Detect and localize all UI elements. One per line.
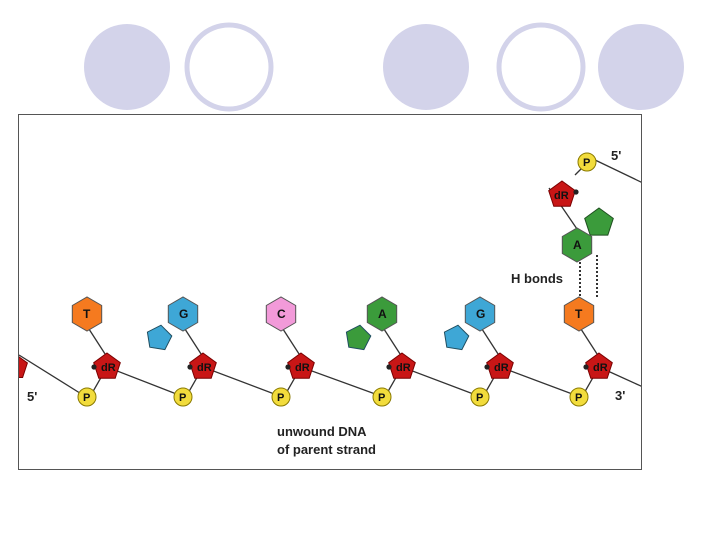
- base-link: [381, 325, 403, 358]
- deco-circle-outline-2: [496, 22, 586, 112]
- top-phosphate-label: P: [583, 157, 590, 169]
- phosphate: [173, 387, 193, 407]
- base-letter: T: [575, 307, 583, 321]
- top-oxygen-dot: [573, 189, 579, 195]
- sugar-partial: [19, 356, 28, 378]
- phosphate-label: P: [575, 392, 582, 404]
- base-link: [578, 325, 600, 358]
- base-letter: C: [277, 307, 286, 321]
- phosphate: [372, 387, 392, 407]
- header-decoration: [84, 22, 684, 112]
- base-link: [182, 325, 204, 358]
- base-G: [464, 296, 496, 332]
- phosphate: [569, 387, 589, 407]
- base-T: [71, 296, 103, 332]
- nucleotide: dR P G: [146, 296, 217, 407]
- oxygen-dot: [285, 364, 291, 370]
- five-prime-top-label: 5': [611, 148, 621, 163]
- phosphate: [271, 387, 291, 407]
- deco-circle-filled-1: [84, 24, 170, 110]
- base-pentagon-ring: [345, 324, 372, 351]
- oxygen-dot: [91, 364, 97, 370]
- base-G: [167, 296, 199, 332]
- base-pentagon-ring: [146, 324, 173, 351]
- three-prime-label: 3': [615, 388, 625, 403]
- deco-circle-outline-1: [184, 22, 274, 112]
- top-phosphate: [577, 152, 597, 172]
- base-C: [265, 296, 297, 332]
- phosphate-label: P: [476, 392, 483, 404]
- nucleotide: dR P T: [71, 296, 121, 407]
- base-link: [86, 325, 108, 358]
- top-backbone-line: [592, 158, 641, 183]
- top-base-A: [561, 227, 593, 263]
- nucleotide-chain: dR P TdR P GdR P CdR P AdR P GdR P T: [19, 296, 613, 407]
- sugar: [388, 352, 416, 379]
- sugar: [287, 352, 315, 379]
- nucleotide: dR P C: [265, 296, 315, 407]
- phosphate-label: P: [179, 392, 186, 404]
- nucleotide: dR P A: [345, 296, 416, 407]
- oxygen-dot: [583, 364, 589, 370]
- sugar-label: dR: [593, 362, 608, 374]
- sugar-label: dR: [396, 362, 411, 374]
- phosphate-label: P: [277, 392, 284, 404]
- phosphate-label: P: [378, 392, 385, 404]
- base-A: [366, 296, 398, 332]
- top-base-letter: A: [573, 238, 582, 252]
- top-sugar-label: dR: [554, 190, 569, 202]
- sugar-label: dR: [494, 362, 509, 374]
- h-bonds-label: H bonds: [511, 271, 563, 286]
- top-base-pentagon-ring: [584, 207, 614, 236]
- sugar-label: dR: [295, 362, 310, 374]
- base-letter: A: [378, 307, 387, 321]
- dna-diagram: dR P TdR P GdR P CdR P AdR P GdR P T AdR P 5' 3' 5' H…: [19, 148, 641, 457]
- sugar-label: dR: [101, 362, 116, 374]
- base-pentagon-ring: [443, 324, 470, 351]
- sugar: [189, 352, 217, 379]
- oxygen-dot: [187, 364, 193, 370]
- five-prime-left-label: 5': [27, 389, 37, 404]
- deco-circle-filled-2: [383, 24, 469, 110]
- top-strand: AdR P: [548, 152, 641, 297]
- sugar: [486, 352, 514, 379]
- nucleotide: dR P G: [443, 296, 514, 407]
- nucleotide: dR P T: [563, 296, 613, 407]
- top-sugar: [548, 180, 576, 207]
- base-letter: G: [179, 307, 188, 321]
- deco-circle-filled-3: [598, 24, 684, 110]
- phosphate: [470, 387, 490, 407]
- sugar-label: dR: [197, 362, 212, 374]
- sugar: [93, 352, 121, 379]
- base-link: [479, 325, 501, 358]
- caption-line-2: of parent strand: [277, 442, 376, 457]
- oxygen-dot: [484, 364, 490, 370]
- caption-line-1: unwound DNA: [277, 424, 367, 439]
- base-link: [280, 325, 302, 358]
- base-letter: G: [476, 307, 485, 321]
- sugar: [585, 352, 613, 379]
- phosphate-label: P: [83, 392, 90, 404]
- phosphate: [77, 387, 97, 407]
- base-letter: T: [83, 307, 91, 321]
- oxygen-dot: [386, 364, 392, 370]
- base-T: [563, 296, 595, 332]
